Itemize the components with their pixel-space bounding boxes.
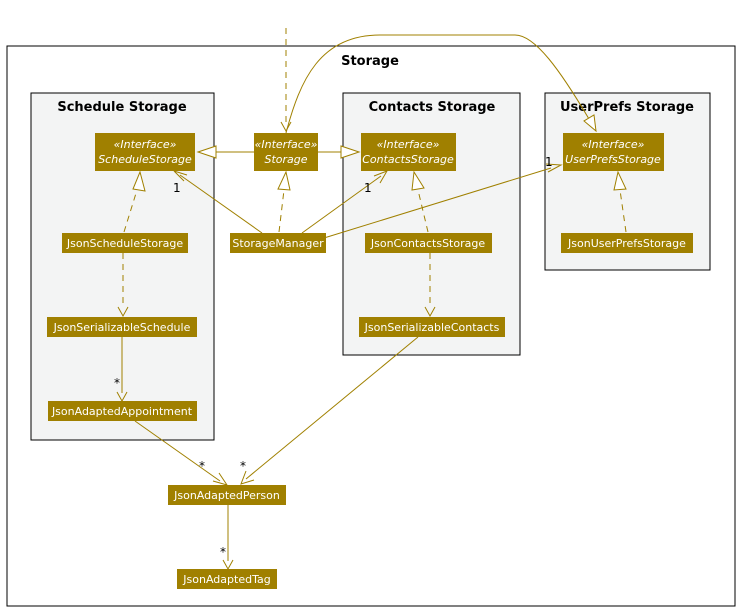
class-userprefs-storage: «Interface» UserPrefsStorage (563, 133, 664, 171)
mult-appointment-many: * (114, 376, 120, 390)
class-name-schedule-storage: ScheduleStorage (98, 153, 192, 166)
mult-person-from-appointment: * (199, 459, 205, 473)
class-name-json-adapted-appointment: JsonAdaptedAppointment (51, 405, 193, 418)
class-name-json-userprefs-storage: JsonUserPrefsStorage (567, 237, 686, 250)
edge-jsonuserprefs-implements (619, 189, 627, 233)
stereotype-schedule-storage: «Interface» (114, 138, 177, 151)
class-storage: «Interface» Storage (254, 133, 318, 171)
package-userprefs-storage-title: UserPrefs Storage (560, 100, 694, 115)
mult-userprefs-one: 1 (545, 155, 553, 169)
arrowhead-implements-storage (277, 170, 291, 191)
class-name-json-contacts-storage: JsonContactsStorage (370, 237, 485, 250)
mult-person-from-contacts: * (240, 459, 246, 473)
arrowhead-manager-userprefs (545, 163, 563, 173)
arrowhead-extends-userprefs (583, 114, 597, 133)
mult-contacts-one: 1 (364, 181, 372, 195)
edge-manager-to-contacts (301, 175, 382, 234)
edge-manager-implements-storage (278, 189, 285, 233)
class-json-contacts-storage: JsonContactsStorage (365, 233, 492, 253)
stereotype-storage: «Interface» (255, 138, 318, 151)
stereotype-userprefs-storage: «Interface» (582, 138, 645, 151)
class-name-storage: Storage (264, 153, 307, 166)
class-json-serializable-schedule: JsonSerializableSchedule (47, 317, 197, 337)
class-name-json-schedule-storage: JsonScheduleStorage (66, 237, 183, 250)
class-name-storage-manager: StorageManager (232, 237, 324, 250)
edge-storage-extends-userprefs (285, 34, 590, 134)
arrowhead-implements-userprefs (613, 170, 627, 191)
edge-manager-to-userprefs (323, 167, 552, 239)
edge-jsonschedule-implements (123, 189, 138, 233)
multiplicities: 1 1 1 * * * * (114, 155, 553, 559)
class-json-userprefs-storage: JsonUserPrefsStorage (561, 233, 693, 253)
class-name-json-serializable-contacts: JsonSerializableContacts (364, 321, 500, 334)
arrowhead-person-from-contacts (240, 470, 255, 485)
stereotype-contacts-storage: «Interface» (377, 138, 440, 151)
arrowhead-implements-contacts (411, 170, 425, 191)
class-json-adapted-person: JsonAdaptedPerson (168, 485, 286, 505)
class-name-json-adapted-person: JsonAdaptedPerson (173, 489, 280, 502)
mult-schedule-one: 1 (173, 181, 181, 195)
class-storage-manager: StorageManager (230, 233, 326, 253)
class-contacts-storage: «Interface» ContactsStorage (361, 133, 456, 171)
edge-jsoncontacts-implements (417, 189, 429, 233)
class-name-contacts-storage: ContactsStorage (362, 153, 454, 166)
edge-contacts-to-person (245, 336, 419, 480)
arrowhead-extends-contacts (340, 145, 361, 159)
edge-manager-to-schedule (179, 174, 263, 234)
class-name-json-adapted-tag: JsonAdaptedTag (182, 573, 270, 586)
edges (116, 28, 627, 571)
class-json-adapted-appointment: JsonAdaptedAppointment (48, 401, 197, 421)
mult-tag-many: * (220, 545, 226, 559)
package-schedule-storage-title: Schedule Storage (57, 100, 186, 115)
package-contacts-storage-title: Contacts Storage (369, 100, 496, 115)
class-json-schedule-storage: JsonScheduleStorage (62, 233, 188, 253)
arrowhead-serializable-schedule (117, 306, 129, 318)
package-storage-title: Storage (341, 54, 399, 69)
arrowhead-implements-schedule (132, 170, 146, 192)
class-name-json-serializable-schedule: JsonSerializableSchedule (53, 321, 191, 334)
edge-appointment-to-person (134, 420, 221, 482)
class-json-serializable-contacts: JsonSerializableContacts (359, 317, 505, 337)
arrowhead-entry (280, 121, 292, 133)
class-schedule-storage: «Interface» ScheduleStorage (95, 133, 195, 171)
class-name-userprefs-storage: UserPrefsStorage (565, 153, 661, 166)
class-json-adapted-tag: JsonAdaptedTag (177, 569, 277, 589)
arrowhead-serializable-contacts (424, 306, 436, 318)
arrowhead-extends-schedule (196, 145, 217, 159)
